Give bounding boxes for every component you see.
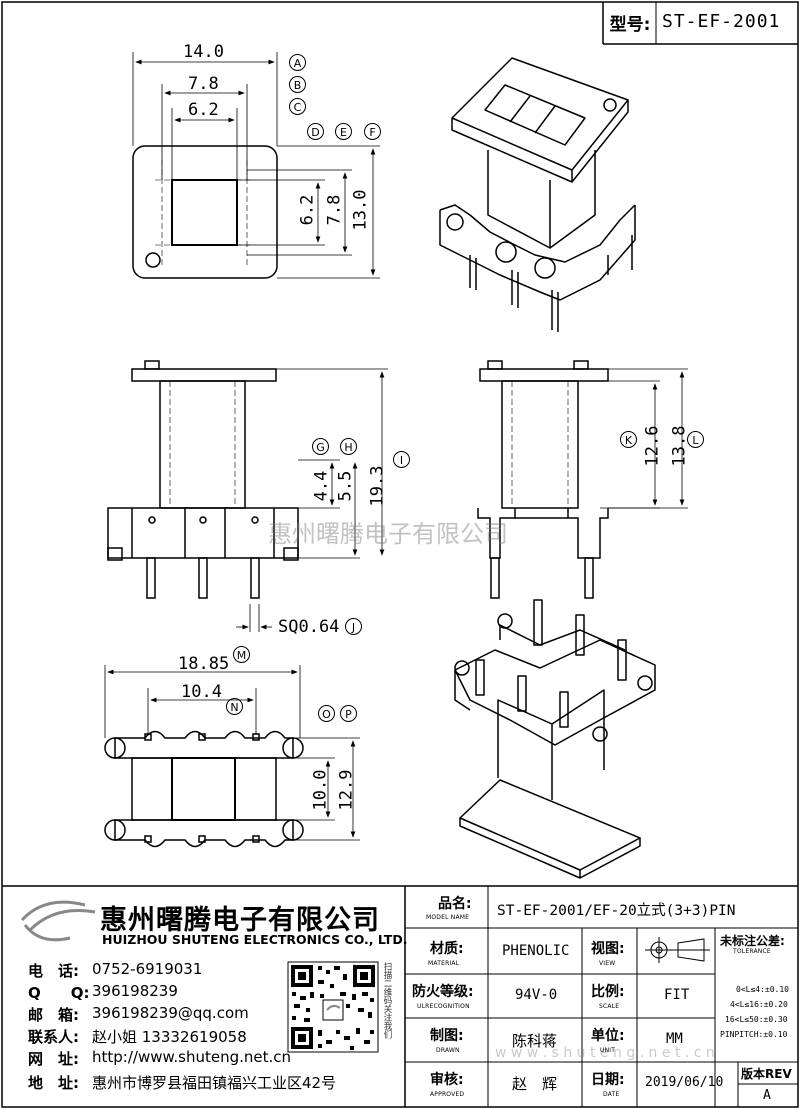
address-label: 地 址: [28,1074,79,1092]
dim-front-h1: 4.4 [311,470,332,502]
marker-o: O [318,705,335,722]
web-value[interactable]: http://www.shuteng.net.cn [92,1048,292,1066]
dim-top-w3: 6.2 [188,100,219,120]
drawn-label-en: DRAWN [436,1047,460,1054]
dim-top-h3: 13.0 [350,189,371,231]
tolerance-1: 0<L≤4:±0.10 [736,985,789,994]
qq-label: Q Q: [28,984,90,1002]
unit-value: MM [666,1031,683,1047]
top-view [132,52,380,279]
qq-value: 396198239 [92,982,178,1000]
dim-front-h2: 5.5 [335,470,356,502]
drawn-value: 陈科蒋 [512,1032,558,1050]
company-name-cn: 惠州曙腾电子有限公司 [100,905,380,936]
marker-m: M [233,646,250,663]
dim-top-h1: 6.2 [297,194,318,226]
scale-label-en: SCALE [599,1003,620,1010]
dim-top-w2: 7.8 [188,74,219,94]
title-block [2,885,798,1107]
marker-d: D [307,123,324,140]
marker-a: A [289,54,306,71]
dim-side-h2: 13.8 [669,425,690,467]
marker-h: H [340,438,357,455]
iso-view-bottom [454,599,656,879]
date-label-en: DATE [603,1091,620,1098]
model-name-value: ST-EF-2001/EF-20立式(3+3)PIN [497,903,736,919]
approved-label-en: APPROVED [430,1091,465,1098]
dim-bottom-w2: 10.4 [181,682,222,702]
tolerance-2: 4<L≤16:±0.20 [730,1000,788,1009]
marker-e: E [335,123,352,140]
dim-bottom-h2: 12.9 [336,769,357,811]
marker-i: I [393,451,410,468]
fire-label-en: ULRECOGNITION [417,1003,470,1010]
scale-value: FIT [664,987,690,1003]
marker-c: C [289,98,306,115]
projection-symbol-icon [645,937,710,963]
dim-pin: SQ0.64 [278,617,340,637]
revision-label: 版本REV [741,1067,792,1081]
drawn-label: 制图: [430,1028,464,1044]
company-logo [20,900,96,942]
dim-side-h1: 12.6 [642,425,663,467]
date-value: 2019/06/10 [645,1075,724,1090]
email-label: 邮 箱: [28,1006,79,1024]
revision-value: A [763,1088,771,1103]
watermark-url: w w w . s h u t e n g . n e t . c n [495,1045,715,1061]
header-box [602,2,798,45]
contact-value: 赵小姐 13332619058 [92,1028,247,1046]
dim-front-h3: 19.3 [367,465,388,507]
dim-top-w1: 14.0 [183,42,224,62]
watermark: 惠州曙腾电子有限公司 [268,520,508,548]
marker-n: N [226,698,243,715]
phone-label: 电 话: [28,962,79,980]
dim-bottom-h1: 10.0 [310,769,331,811]
marker-g: G [312,438,329,455]
date-label: 日期: [591,1072,625,1088]
qr-caption: 扫描二维码关注我们 [382,962,392,1039]
side-view [477,360,688,599]
email-value[interactable]: 396198239@qq.com [92,1004,249,1022]
iso-view-top [439,57,636,332]
scale-label: 比例: [591,984,625,1000]
unit-label-en: UNIT [600,1047,616,1054]
phone-value: 0752-6919031 [92,960,203,978]
marker-f: F [364,123,381,140]
bottom-view [104,665,360,848]
tolerance-label: 未标注公差: [720,934,785,948]
marker-l: L [687,431,704,448]
view-label: 视图: [591,941,625,957]
material-label: 材质: [430,941,464,957]
model-name-label: 品名: [438,896,472,912]
address-value: 惠州市博罗县福田镇福兴工业区42号 [92,1074,337,1092]
tolerance-label-en: TOLERANCE [733,948,771,955]
material-label-en: MATERIAL [428,960,460,967]
marker-b: B [289,76,306,93]
approved-value: 赵 辉 [512,1075,558,1093]
model-number: ST-EF-2001 [662,11,781,32]
tolerance-3: 16<L≤50:±0.30 [725,1015,788,1024]
marker-j: J [345,618,362,635]
model-name-label-en: MODEL NAME [426,914,470,921]
company-name-en: HUIZHOU SHUTENG ELECTRONICS CO., LTD. [102,932,408,947]
material-value: PHENOLIC [502,943,570,959]
fire-label: 防火等级: [412,984,474,1000]
front-view [107,360,388,632]
unit-label: 单位: [591,1028,625,1044]
marker-k: K [620,431,637,448]
approved-label: 审核: [430,1072,464,1088]
model-label: 型号: [609,15,651,35]
web-label: 网 址: [28,1050,79,1068]
qr-code [287,961,379,1053]
dim-top-h2: 7.8 [324,194,345,226]
tolerance-4: PINPITCH:±0.10 [720,1030,788,1039]
fire-value: 94V-0 [515,987,558,1003]
marker-p: P [340,705,357,722]
contact-label: 联系人: [28,1028,79,1046]
dim-bottom-w1: 18.85 [178,654,230,674]
view-label-en: VIEW [599,960,616,967]
